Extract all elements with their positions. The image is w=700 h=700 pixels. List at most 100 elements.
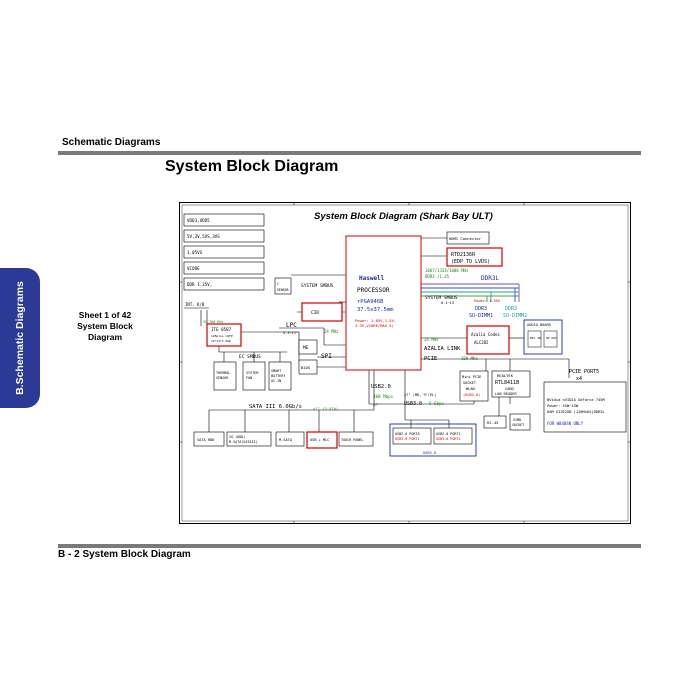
ddr-speed-2: DDR3 /1.35: [425, 274, 450, 279]
touch-panel-label: TOUCH PANEL: [341, 438, 363, 442]
page-title: System Block Diagram: [165, 158, 339, 175]
mini-pcie-line1: Mini PCIE: [462, 375, 481, 379]
bios-box: [298, 359, 318, 375]
sata-label: SATA III 6.0Gb/s: [249, 404, 302, 410]
usb3-label: USB3.0: [404, 401, 422, 407]
lpc-label: LPC: [286, 322, 297, 329]
system-fan-line2: FAN: [246, 376, 252, 380]
card-reader-box: [491, 370, 531, 398]
ddr-bus: [421, 283, 520, 302]
rj45-label: RJ-45: [487, 420, 498, 425]
c-sensor-box: [274, 277, 292, 295]
dimm2-line1: DDR3: [505, 306, 517, 312]
sheet-caption-2: Diagram: [87, 332, 122, 342]
processor-power-1: Power: 1.05V,1.5V,: [355, 318, 396, 323]
lpc-speed: 3.3~11": [283, 331, 298, 335]
smart-battery-line1: SMART: [271, 369, 281, 373]
power-rail-label: 1.05VS: [187, 250, 203, 255]
processor-name: Haswell: [359, 275, 385, 282]
card-reader-line3: CARD: [505, 387, 514, 391]
azalia-link-label: AZALIA LINK: [424, 346, 461, 352]
hp-out-box: [543, 330, 558, 348]
usb3-port1-box: [433, 427, 473, 445]
ec-box: [206, 323, 242, 347]
usb-note-3: x7": [373, 403, 379, 407]
power-rail-label: VCORE: [187, 266, 200, 271]
pcie-ports-line2: x4: [576, 376, 582, 382]
audio-codec-line1: Azalia Codec: [471, 332, 500, 337]
pcie-ports-line1: PCIE PORT5: [569, 369, 599, 375]
pcie-speed: 100 MHz: [461, 356, 478, 361]
header-rule: [58, 151, 641, 155]
cir-label: CIR: [311, 310, 319, 316]
me-box: [298, 339, 318, 355]
power-rail-box: [183, 213, 265, 227]
system-smbus-right: SYSTEM SMBUS: [425, 295, 458, 301]
schematic-diagram: System Block Diagram (Shark Bay ULT) VDD…: [179, 202, 631, 524]
voltage-note: 0.1~13: [441, 301, 454, 305]
usb3-port0-box: [392, 427, 432, 445]
side-tab[interactable]: B.Schematic Diagrams: [0, 268, 40, 408]
thermal-sensor-line1: THERMAL: [216, 371, 230, 375]
gpu-line1: NVidia nVIDIA GeForce 745M: [547, 398, 606, 402]
side-tab-label: B.Schematic Diagrams: [14, 281, 26, 395]
hp-out-label: HP OUT: [546, 336, 557, 340]
power-rails: VDD3,VDD5 5V,3V,5VS,3VS 1.05VS VCORE DDR…: [183, 213, 265, 291]
footer-text: B - 2 System Block Diagram: [58, 549, 191, 560]
sd-socket-line1: SIMD: [513, 418, 521, 422]
ec-smbus-label: EC SMBUS: [239, 354, 261, 360]
dimm1-line1: DDR3: [475, 306, 487, 312]
usb3-port0-line2: USB3.0 PORT1: [395, 437, 420, 441]
processor-size: 37.5x37.5mm: [357, 307, 394, 313]
usb-note-1: x7" (MD, 9"(EL): [404, 393, 436, 397]
sd-socket-line2: SOCKET: [512, 423, 524, 427]
mini-pcie-line2: SOCKET: [463, 381, 477, 385]
schematic-title: System Block Diagram (Shark Bay ULT): [314, 211, 493, 222]
ec-line3: 14*14*1.6mm: [211, 339, 231, 343]
usb3-port1-line1: USB2.0 PORT1: [436, 432, 461, 436]
card-reader-line4: LAN READER: [495, 392, 517, 396]
me-label: ME: [303, 345, 309, 351]
power-rail-box: [183, 229, 265, 243]
audio-codec-line2: ALC282: [474, 340, 489, 345]
rtd-box: [446, 247, 503, 267]
rtd-line2: (EDP TO LVDS): [451, 259, 490, 265]
audio-board-label: AUDIO BOARD: [527, 323, 551, 327]
system-smbus-left: SYSTEM SMBUS: [301, 283, 334, 289]
spi-label: SPI: [321, 353, 332, 360]
power-rail-box: [183, 245, 265, 259]
usb3-port0-line1: USB2.0 PORT0: [395, 432, 420, 436]
usb-mlc-box: [306, 431, 338, 449]
rj45-box: [483, 415, 507, 429]
processor-package: rPGA946B: [357, 299, 384, 305]
gpu-line3: RAM SIZE2GB (128Mx64)DDR3L: [547, 410, 606, 414]
usb3-port1-line2: USB3.0 PORT2: [436, 437, 461, 441]
msata-box: [275, 431, 305, 447]
msata-label: M-SATA: [279, 438, 293, 442]
usb-mlc-label: USB + MLC: [310, 438, 329, 442]
card-reader-line1: REALTEK: [497, 373, 514, 378]
system-fan-line1: SYSTEM: [246, 371, 258, 375]
usb3-speed: 5 Gbps: [429, 401, 445, 406]
dimm1-line2: SO-DIMM1: [469, 313, 493, 319]
power-rail-box: [183, 277, 265, 291]
thermal-sensor-box: [213, 361, 237, 391]
smart-battery-line3: AC-IN: [271, 379, 281, 383]
c-sensor-line1: C: [277, 282, 279, 286]
bios-label: BIOS: [301, 365, 311, 370]
sheet-caption-1: System Block: [77, 321, 133, 331]
sata-hdd-label: SATA HDD: [197, 438, 214, 442]
schematic-inner-frame: [181, 204, 629, 522]
gpu-line2: Power: 45W~15W: [547, 404, 579, 408]
int-kb-label: INT. K/B: [185, 302, 205, 307]
usb3-group-box: [389, 423, 477, 457]
sata-hdd-box: [193, 431, 225, 447]
processor-label: PROCESSOR: [357, 287, 390, 294]
processor-block: [345, 235, 422, 371]
ddr-speed-1: 1067/1333/1600 MHz: [425, 268, 469, 273]
audio-codec-box: [466, 325, 510, 355]
usb3-group-label: USB3.0: [423, 451, 436, 455]
card-reader-line2: RTL8411B: [495, 380, 519, 386]
freq-24-azalia: 24 MHz: [424, 337, 439, 342]
usb2-speed: 480 Mbps: [373, 394, 394, 399]
